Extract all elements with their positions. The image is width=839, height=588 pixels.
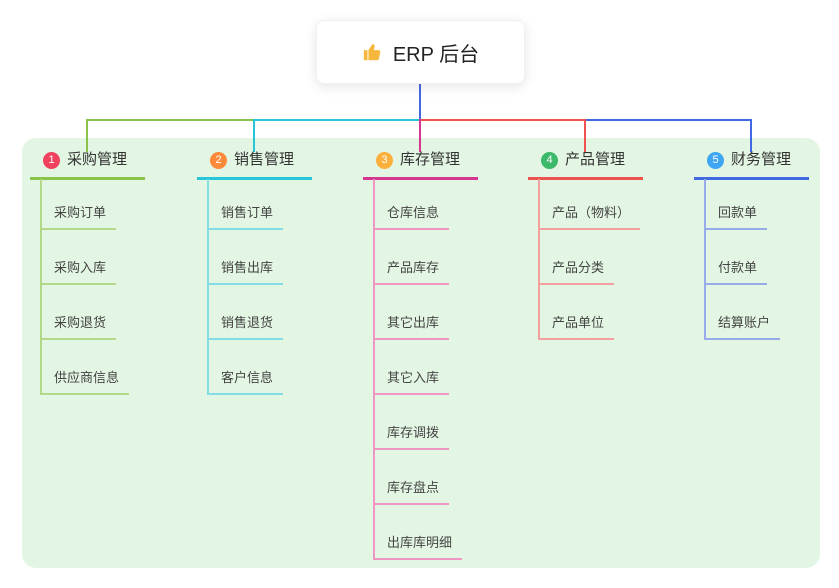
branch-badge-icon: 5: [707, 151, 724, 169]
connector-branch-drop: [253, 119, 255, 152]
child-node[interactable]: 采购退货: [40, 315, 117, 340]
child-node[interactable]: 产品单位: [538, 315, 615, 340]
child-node[interactable]: 仓库信息: [373, 205, 450, 230]
branch-badge-icon: 2: [210, 151, 227, 169]
branch-label: 财务管理: [731, 151, 792, 168]
child-node[interactable]: 采购订单: [40, 205, 117, 230]
child-node[interactable]: 销售出库: [207, 260, 284, 285]
branch-node[interactable]: 4 产品管理: [528, 150, 643, 180]
child-node[interactable]: 结算账户: [704, 315, 781, 340]
connector-child-spine: [40, 179, 42, 395]
child-node[interactable]: 付款单: [704, 260, 768, 285]
branch-badge-icon: 1: [43, 151, 60, 169]
branch-label: 销售管理: [234, 151, 295, 168]
connector-branch-horizontal: [254, 119, 420, 121]
branch-node[interactable]: 5 财务管理: [694, 150, 809, 180]
branch-node[interactable]: 1 采购管理: [30, 150, 145, 180]
child-node[interactable]: 出库库明细: [373, 535, 463, 560]
child-node[interactable]: 其它出库: [373, 315, 450, 340]
branch-node[interactable]: 3 库存管理: [363, 150, 478, 180]
child-node[interactable]: 客户信息: [207, 370, 284, 395]
branch-badge-icon: 3: [376, 151, 393, 169]
mindmap-background-panel: [22, 138, 820, 568]
connector-child-spine: [373, 179, 375, 560]
child-node[interactable]: 采购入库: [40, 260, 117, 285]
connector-branch-drop: [419, 119, 421, 152]
child-node[interactable]: 库存调拨: [373, 425, 450, 450]
branch-label: 产品管理: [565, 151, 626, 168]
branch-badge-icon: 4: [541, 151, 558, 169]
connector-branch-horizontal: [420, 119, 585, 121]
connector-branch-drop: [750, 119, 752, 152]
branch-label: 采购管理: [67, 151, 128, 168]
child-node[interactable]: 库存盘点: [373, 480, 450, 505]
child-node[interactable]: 产品分类: [538, 260, 615, 285]
child-node[interactable]: 产品（物料）: [538, 205, 641, 230]
connector-child-spine: [704, 179, 706, 340]
child-node[interactable]: 销售订单: [207, 205, 284, 230]
branch-node[interactable]: 2 销售管理: [197, 150, 312, 180]
connector-root-stem: [419, 82, 421, 120]
thumbs-up-icon: [362, 41, 384, 63]
root-node[interactable]: ERP 后台: [316, 20, 525, 84]
connector-branch-drop: [584, 119, 586, 152]
child-node[interactable]: 产品库存: [373, 260, 450, 285]
child-node[interactable]: 回款单: [704, 205, 768, 230]
child-node[interactable]: 销售退货: [207, 315, 284, 340]
root-title: ERP 后台: [392, 43, 480, 66]
connector-branch-drop: [86, 119, 88, 152]
connector-child-spine: [538, 179, 540, 340]
connector-child-spine: [207, 179, 209, 395]
child-node[interactable]: 其它入库: [373, 370, 450, 395]
branch-label: 库存管理: [400, 151, 461, 168]
child-node[interactable]: 供应商信息: [40, 370, 130, 395]
